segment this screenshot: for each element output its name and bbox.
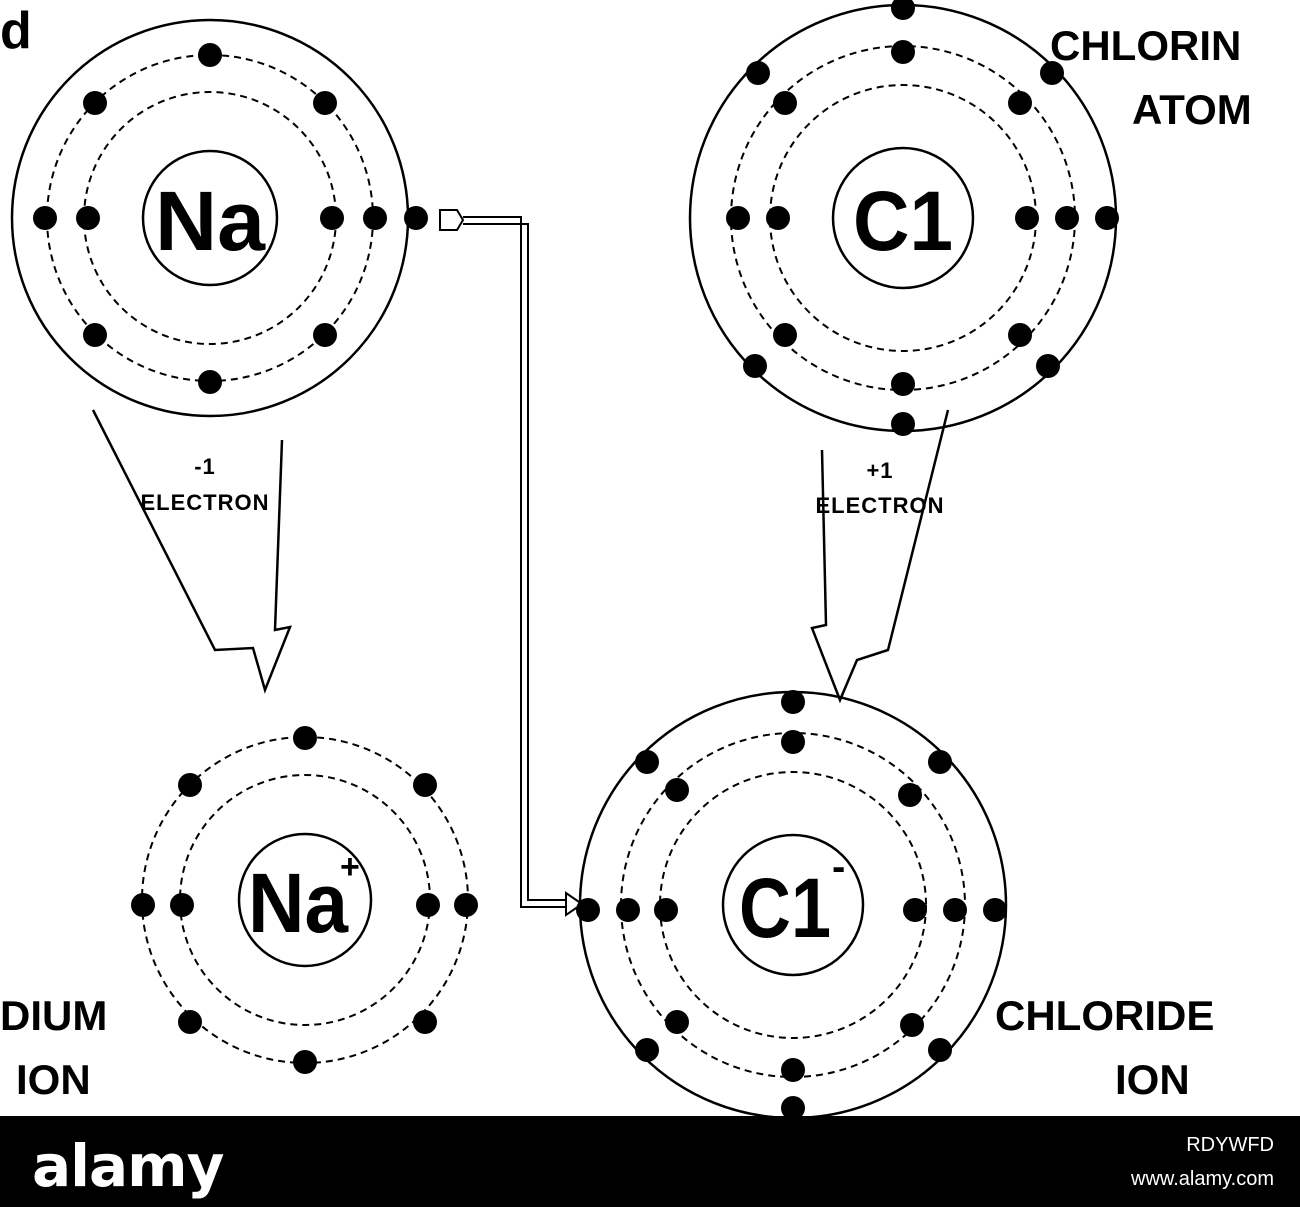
left-arrow-charge: -1 — [194, 454, 216, 479]
sodium-nucleus — [141, 149, 279, 287]
alamy-logo: alamy — [32, 1132, 224, 1200]
transfer-arrowhead — [565, 891, 584, 917]
chloride-ion-label-line2: ION — [1115, 1056, 1190, 1103]
sodium-ion-symbol: Na — [248, 856, 349, 950]
chlorine-symbol: C1 — [853, 174, 953, 268]
chlorine-electrons — [726, 0, 1119, 436]
chlorine-atom-label-line2: ATOM — [1132, 86, 1252, 133]
chloride-ion-inner-shell — [659, 771, 927, 1039]
right-transition-arrow: +1 ELECTRON — [810, 409, 950, 704]
chloride-ion-charge: - — [832, 845, 845, 889]
chlorine-atom-label-line1: CHLORIN — [1050, 22, 1241, 69]
diagram-svg: d Na C1 — [0, 0, 1252, 1120]
chloride-ion-symbol: C1 — [739, 861, 831, 955]
sodium-ion: Na + — [131, 726, 478, 1074]
chloride-ion-electrons — [576, 690, 1007, 1120]
left-arrow-text: ELECTRON — [141, 490, 270, 515]
right-arrow-charge: +1 — [866, 458, 893, 483]
chloride-ion-label-line1: CHLORIDE — [995, 992, 1214, 1039]
atom-diagram: d Na C1 — [0, 0, 1252, 1120]
sodium-atom: Na — [10, 18, 428, 418]
transferred-electron — [404, 206, 428, 230]
watermark-footer: alamy RDYWFD www.alamy.com — [0, 1116, 1300, 1207]
sodium-ion-nucleus — [237, 832, 373, 968]
left-transition-arrow: -1 ELECTRON — [91, 409, 293, 694]
chloride-ion-nucleus — [721, 833, 865, 977]
corner-fragment: d — [0, 2, 32, 60]
sodium-ion-charge: + — [340, 848, 360, 886]
chlorine-nucleus — [831, 146, 975, 290]
chlorine-atom: C1 — [688, 0, 1119, 436]
electron-transfer-path — [439, 209, 584, 917]
sodium-electrons — [33, 43, 428, 394]
sodium-symbol: Na — [155, 174, 266, 268]
sodium-ion-label-line1: DIUM — [0, 992, 107, 1039]
sodium-ion-electrons — [131, 726, 478, 1074]
right-arrow-text: ELECTRON — [816, 493, 945, 518]
image-id: RDYWFD — [1186, 1134, 1274, 1156]
chloride-ion: C1 - — [576, 690, 1008, 1120]
site-url: www.alamy.com — [1131, 1168, 1274, 1190]
sodium-ion-label-line2: ION — [16, 1056, 91, 1103]
